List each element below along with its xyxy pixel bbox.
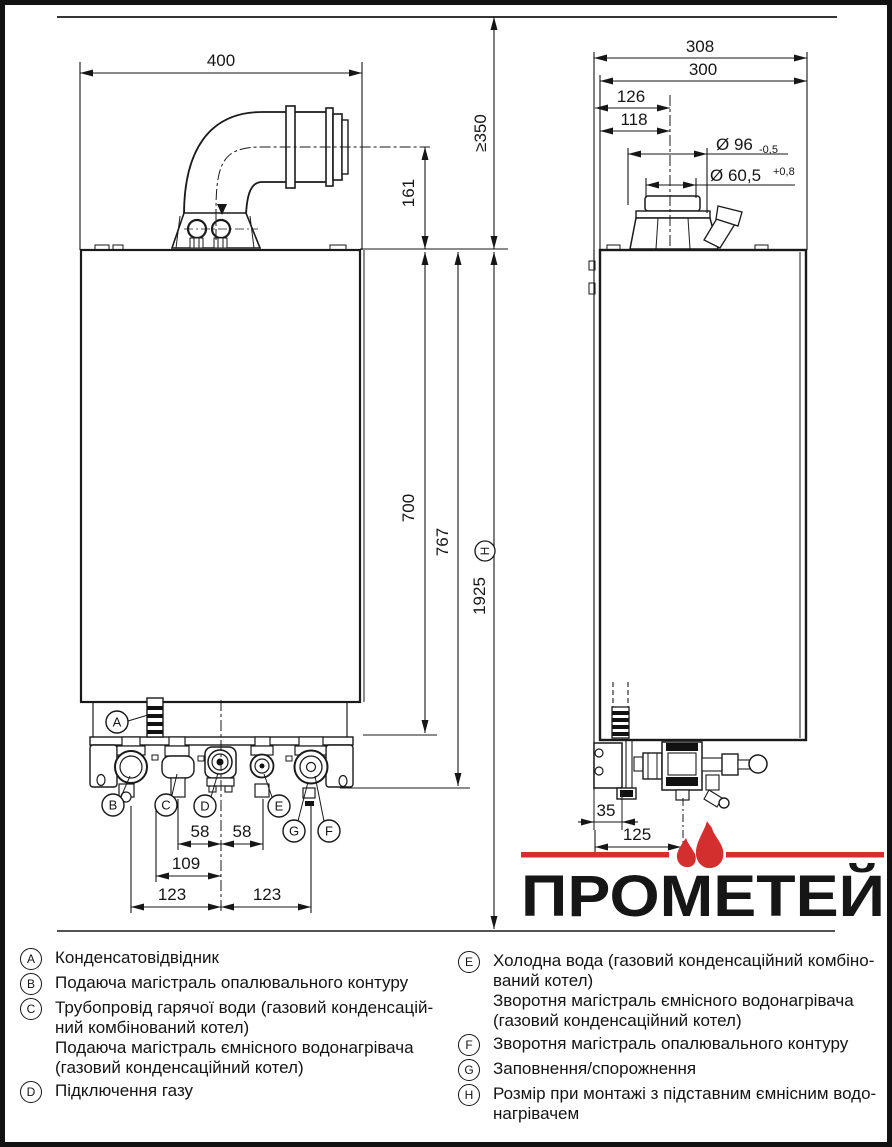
legend-text: ваний котел) [493, 971, 594, 990]
dim-126-label: 126 [617, 87, 645, 106]
legend-marker-g: G [458, 1059, 480, 1081]
front-view [79, 105, 430, 913]
legend-marker-e: E [458, 951, 480, 973]
legend-column-left: A Конденсатовідвідник B Подаюча магістра… [20, 948, 452, 1106]
connection-markers: A B C D E G F [101, 710, 341, 843]
dim-connections-height-label: 767 [433, 528, 452, 556]
technical-drawing: A B C D E G F [57, 16, 885, 932]
marker-d-label: D [200, 799, 209, 814]
flue-centerline [215, 146, 430, 240]
flue-adapter [629, 95, 743, 250]
front-bottom-connections [89, 697, 354, 913]
dim-123-right-label: 123 [253, 885, 281, 904]
legend-marker-b: B [20, 973, 42, 995]
logo-text: ПРОМЕТЕЙ [521, 864, 885, 929]
legend-item-g: G Заповнення/спорожнення [458, 1059, 888, 1081]
legend-marker-f: F [458, 1034, 480, 1056]
marker-c: C [154, 793, 178, 817]
dim-58-right-label: 58 [233, 822, 252, 841]
dim-dia-96-label: Ø 96 [716, 135, 753, 154]
prometey-logo: ПРОМЕТЕЙ [521, 821, 885, 929]
valve-b-heating-flow [114, 736, 159, 803]
legend-item-c: C Трубопровід гарячої води (газовий конд… [20, 998, 452, 1078]
dim-35-label: 35 [597, 801, 616, 820]
marker-b: B [101, 793, 125, 817]
legend-text: нагрівачем [493, 1104, 580, 1123]
marker-f-label: F [325, 824, 333, 839]
marker-a-label: A [113, 715, 122, 730]
legend-item-e: E Холодна вода (газовий конденсаційний к… [458, 951, 888, 1031]
dim-dia-96-tolerance: -0,5 [759, 144, 778, 156]
legend-text: Підключення газу [55, 1081, 194, 1100]
legend-item-h: H Розмір при монтажі з підставним ємнісн… [458, 1084, 888, 1124]
valve-e-cold-water [249, 736, 293, 798]
legend-text: Зворотня магістраль ємнісного водонагрів… [493, 991, 854, 1010]
legend-text: (газовий конденсаційний котел) [55, 1058, 304, 1077]
marker-d: D [193, 794, 217, 818]
legend-marker-c: C [20, 998, 42, 1020]
dimensions [79, 17, 808, 929]
flow-arrow-icon [217, 204, 227, 215]
legend-text: Трубопровід гарячої води (газовий конден… [55, 998, 434, 1017]
dim-dia-60-label: Ø 60,5 [710, 166, 761, 185]
marker-g-label: G [289, 824, 299, 839]
logo-bar-left [521, 852, 669, 858]
legend-marker-h: H [458, 1084, 480, 1106]
fitting-c-dhw [161, 736, 205, 798]
legend-text: ний комбінований котел) [55, 1018, 250, 1037]
side-view [588, 95, 808, 844]
dimension-labels: 400 ≥350 161 700 767 1925 H 58 58 109 12… [158, 37, 795, 904]
dim-125-label: 125 [623, 825, 651, 844]
valve-knob [748, 754, 768, 774]
dim-123-left-label: 123 [158, 885, 186, 904]
legend-text: Подаюча магістраль опалювального контуру [55, 973, 409, 992]
legend-text: Зворотня магістраль опалювального контур… [493, 1034, 849, 1053]
legend-text: Розмір при монтажі з підставним ємнісним… [493, 1084, 877, 1103]
legend-item-a: A Конденсатовідвідник [20, 948, 452, 970]
legend-item-d: D Підключення газу [20, 1081, 452, 1103]
marker-h: H [474, 540, 496, 562]
valve-f-return-and-g-fill-drain [293, 736, 329, 806]
dim-300-label: 300 [689, 60, 717, 79]
legend-text: Заповнення/спорожнення [493, 1059, 697, 1078]
marker-b-label: B [109, 798, 118, 813]
marker-e-label: E [275, 799, 284, 814]
legend-marker-a: A [20, 948, 42, 970]
flame-icon [676, 821, 724, 869]
legend-column-right: E Холодна вода (газовий конденсаційний к… [458, 951, 888, 1127]
marker-c-label: C [161, 798, 170, 813]
reference-lines [57, 16, 837, 932]
dim-flue-height-label: 161 [399, 179, 418, 207]
marker-g: G [282, 819, 306, 843]
dim-308-label: 308 [686, 37, 714, 56]
dim-118-label: 118 [620, 110, 647, 129]
legend-text: Конденсатовідвідник [55, 948, 219, 967]
dim-casing-height-label: 700 [399, 494, 418, 522]
gas-valve [661, 741, 703, 801]
marker-f: F [317, 819, 341, 843]
dim-width-label: 400 [207, 51, 235, 70]
dim-clearance-label: ≥350 [471, 114, 490, 152]
side-casing [598, 248, 808, 742]
marker-h-label: H [478, 547, 492, 556]
dim-dia-60-tolerance: +0,8 [773, 166, 795, 178]
legend-text: Подаюча магістраль ємнісного водонагріва… [55, 1038, 414, 1057]
legend-text: Холодна вода (газовий конденсаційний ком… [493, 951, 875, 970]
marker-a: A [105, 710, 129, 734]
dim-58-left-label: 58 [191, 822, 210, 841]
dim-109-label: 109 [172, 854, 200, 873]
logo-bar-right [726, 852, 884, 858]
leader-lines [120, 714, 325, 822]
legend-text: (газовий конденсаційний котел) [493, 1011, 742, 1030]
dim-total-height-label: 1925 [470, 577, 489, 615]
legend-item-f: F Зворотня магістраль опалювального конт… [458, 1034, 888, 1056]
legend-marker-d: D [20, 1081, 42, 1103]
front-casing [79, 248, 362, 704]
legend-item-b: B Подаюча магістраль опалювального конту… [20, 973, 452, 995]
flue-elbow [170, 105, 430, 249]
marker-e: E [267, 794, 291, 818]
